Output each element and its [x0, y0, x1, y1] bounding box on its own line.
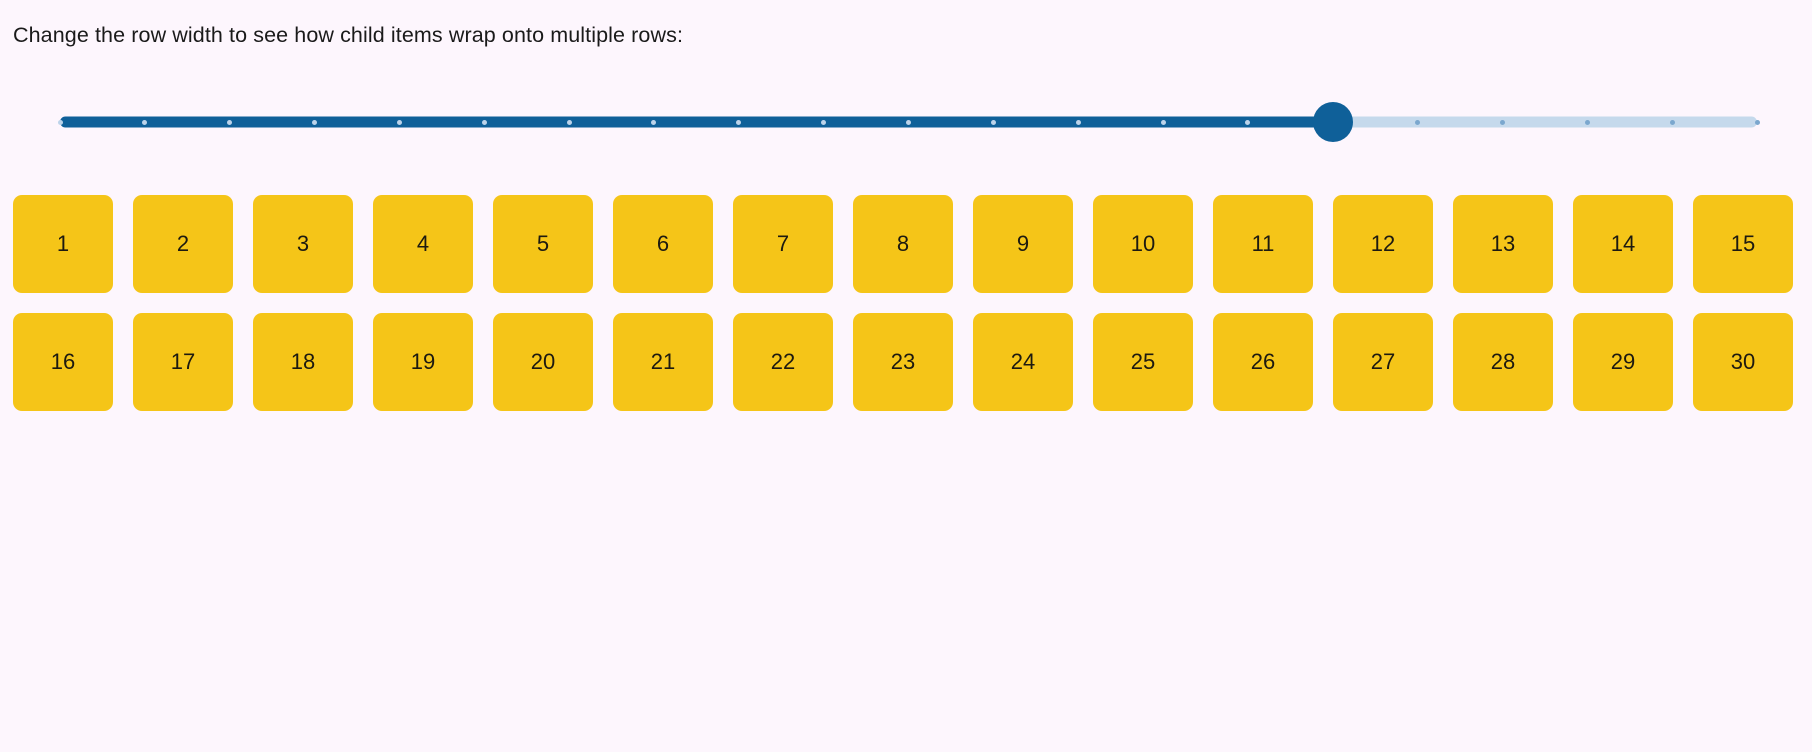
flex-item: 3	[253, 195, 353, 293]
flex-item: 23	[853, 313, 953, 411]
flex-item: 29	[1573, 313, 1673, 411]
flex-item: 18	[253, 313, 353, 411]
flex-item: 22	[733, 313, 833, 411]
flex-item: 15	[1693, 195, 1793, 293]
flex-item: 17	[133, 313, 233, 411]
slider-container	[57, 100, 1760, 144]
flex-item: 2	[133, 195, 233, 293]
flex-item: 25	[1093, 313, 1193, 411]
row-width-slider[interactable]	[57, 100, 1760, 144]
flex-item: 28	[1453, 313, 1553, 411]
flex-item: 20	[493, 313, 593, 411]
flex-item: 19	[373, 313, 473, 411]
flex-item: 27	[1333, 313, 1433, 411]
flex-item: 9	[973, 195, 1073, 293]
flex-item: 1	[13, 195, 113, 293]
flex-item: 16	[13, 313, 113, 411]
flex-item: 13	[1453, 195, 1553, 293]
flex-item: 7	[733, 195, 833, 293]
flex-item: 24	[973, 313, 1073, 411]
flex-item: 4	[373, 195, 473, 293]
flex-item: 10	[1093, 195, 1193, 293]
flex-item: 14	[1573, 195, 1673, 293]
flex-item: 11	[1213, 195, 1313, 293]
flex-item: 12	[1333, 195, 1433, 293]
flex-item: 26	[1213, 313, 1313, 411]
flex-item: 5	[493, 195, 593, 293]
flex-item: 6	[613, 195, 713, 293]
flex-item: 21	[613, 313, 713, 411]
slider-track-filled[interactable]	[60, 116, 1333, 128]
flex-item: 8	[853, 195, 953, 293]
instruction-text: Change the row width to see how child it…	[13, 23, 684, 47]
flex-item: 30	[1693, 313, 1793, 411]
slider-thumb[interactable]	[1312, 102, 1353, 142]
